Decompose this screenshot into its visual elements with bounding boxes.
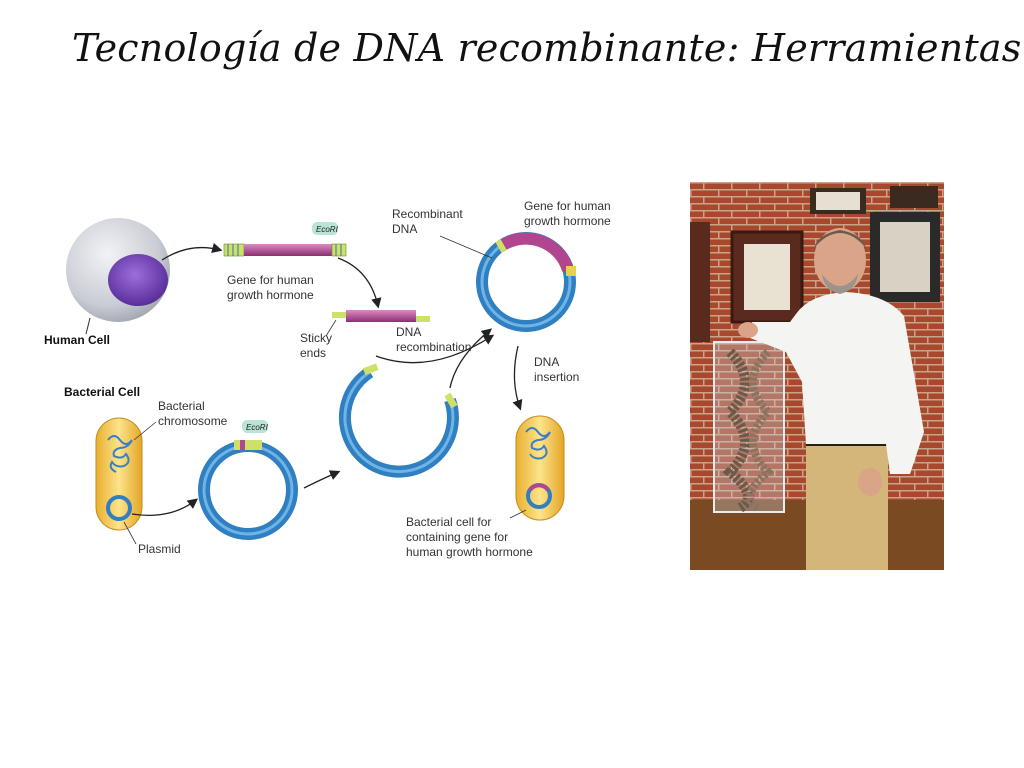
insertion-label-line2: insertion bbox=[534, 370, 579, 384]
dna-recombination-line1: DNA bbox=[396, 325, 421, 339]
bacterial-cell bbox=[95, 417, 143, 531]
chromosome-label-line1: Bacterial bbox=[158, 399, 205, 413]
arrow-gene-to-cut bbox=[337, 257, 382, 309]
arrow-dna-insertion bbox=[512, 345, 523, 411]
resulting-bacterial-cell bbox=[515, 415, 565, 521]
sticky-label-line2: ends bbox=[300, 346, 326, 360]
gene-label-line1: Gene for human bbox=[227, 273, 314, 287]
recombinant-label-line2: DNA bbox=[392, 222, 417, 236]
human-cell-label: Human Cell bbox=[44, 333, 110, 347]
small-plasmid bbox=[106, 495, 132, 521]
result-label-line1: Bacterial cell for bbox=[406, 515, 491, 529]
cut-gene-fragment bbox=[332, 310, 430, 322]
recombinant-dna-diagram: Human Cell EcoRI Gene for human growth h… bbox=[44, 199, 611, 559]
bacterial-cell-label: Bacterial Cell bbox=[64, 385, 140, 399]
arrow-to-plasmid bbox=[131, 498, 199, 517]
ecori-label-2: EcoRI bbox=[246, 423, 269, 432]
gene-top-label-line2: growth hormone bbox=[524, 214, 611, 228]
ecori-label-1: EcoRI bbox=[316, 225, 339, 234]
arrow-to-recombinant bbox=[375, 334, 495, 364]
result-label-line2: containing gene for bbox=[406, 530, 508, 544]
recombinant-plasmid bbox=[476, 232, 576, 332]
human-cell bbox=[66, 218, 170, 322]
recombinant-label-line1: Recombinant bbox=[392, 207, 463, 221]
opened-plasmid bbox=[338, 363, 459, 478]
ecori-badge-2 bbox=[242, 420, 268, 433]
chromosome-label-line2: chromosome bbox=[158, 414, 228, 428]
gene-top-label-line1: Gene for human bbox=[524, 199, 611, 213]
plasmid bbox=[198, 440, 298, 540]
bacterial-chromosome bbox=[107, 435, 133, 473]
arrow-cell-to-gene bbox=[161, 242, 223, 261]
result-label-line3: human growth hormone bbox=[406, 545, 533, 559]
sticky-label-line1: Sticky bbox=[300, 331, 332, 345]
scientist bbox=[738, 228, 924, 570]
arrow-open-plasmid-up bbox=[449, 328, 493, 389]
arrow-to-open-plasmid bbox=[303, 470, 341, 489]
scientist-photo bbox=[690, 182, 944, 570]
nucleus bbox=[108, 254, 168, 306]
dna-recombination-line2: recombination bbox=[396, 340, 471, 354]
dna-model-case bbox=[713, 341, 785, 513]
ecori-badge-1 bbox=[312, 222, 338, 235]
gene-fragment bbox=[223, 243, 347, 257]
gene-label-line2: growth hormone bbox=[227, 288, 314, 302]
insertion-label-line1: DNA bbox=[534, 355, 559, 369]
slide-title: Tecnología de DNA recombinante: Herramie… bbox=[72, 26, 1022, 70]
plasmid-label: Plasmid bbox=[138, 542, 181, 556]
